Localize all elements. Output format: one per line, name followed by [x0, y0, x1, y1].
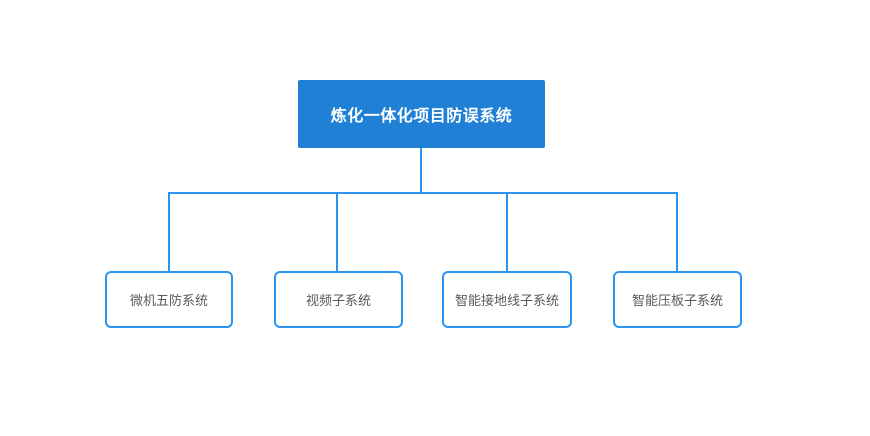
connector-drop-child-1	[168, 192, 170, 271]
child-node-label: 微机五防系统	[129, 293, 208, 308]
child-node-label: 智能接地线子系统	[454, 293, 559, 308]
connector-drop-child-2	[336, 192, 338, 271]
child-node-wuji-wufang[interactable]: 微机五防系统	[105, 271, 233, 328]
child-node-label: 智能压板子系统	[631, 293, 723, 308]
connector-drop-child-3	[506, 192, 508, 271]
connector-root-drop	[420, 148, 422, 193]
root-node[interactable]: 炼化一体化项目防误系统	[298, 80, 545, 148]
child-node-video-subsystem[interactable]: 视频子系统	[274, 271, 403, 328]
child-node-label: 视频子系统	[305, 293, 371, 308]
child-node-pressure-plate-subsystem[interactable]: 智能压板子系统	[613, 271, 742, 328]
connector-drop-child-4	[676, 192, 678, 271]
root-node-label: 炼化一体化项目防误系统	[330, 108, 513, 125]
connector-horizontal-bus	[168, 192, 678, 194]
child-node-grounding-wire-subsystem[interactable]: 智能接地线子系统	[442, 271, 572, 328]
